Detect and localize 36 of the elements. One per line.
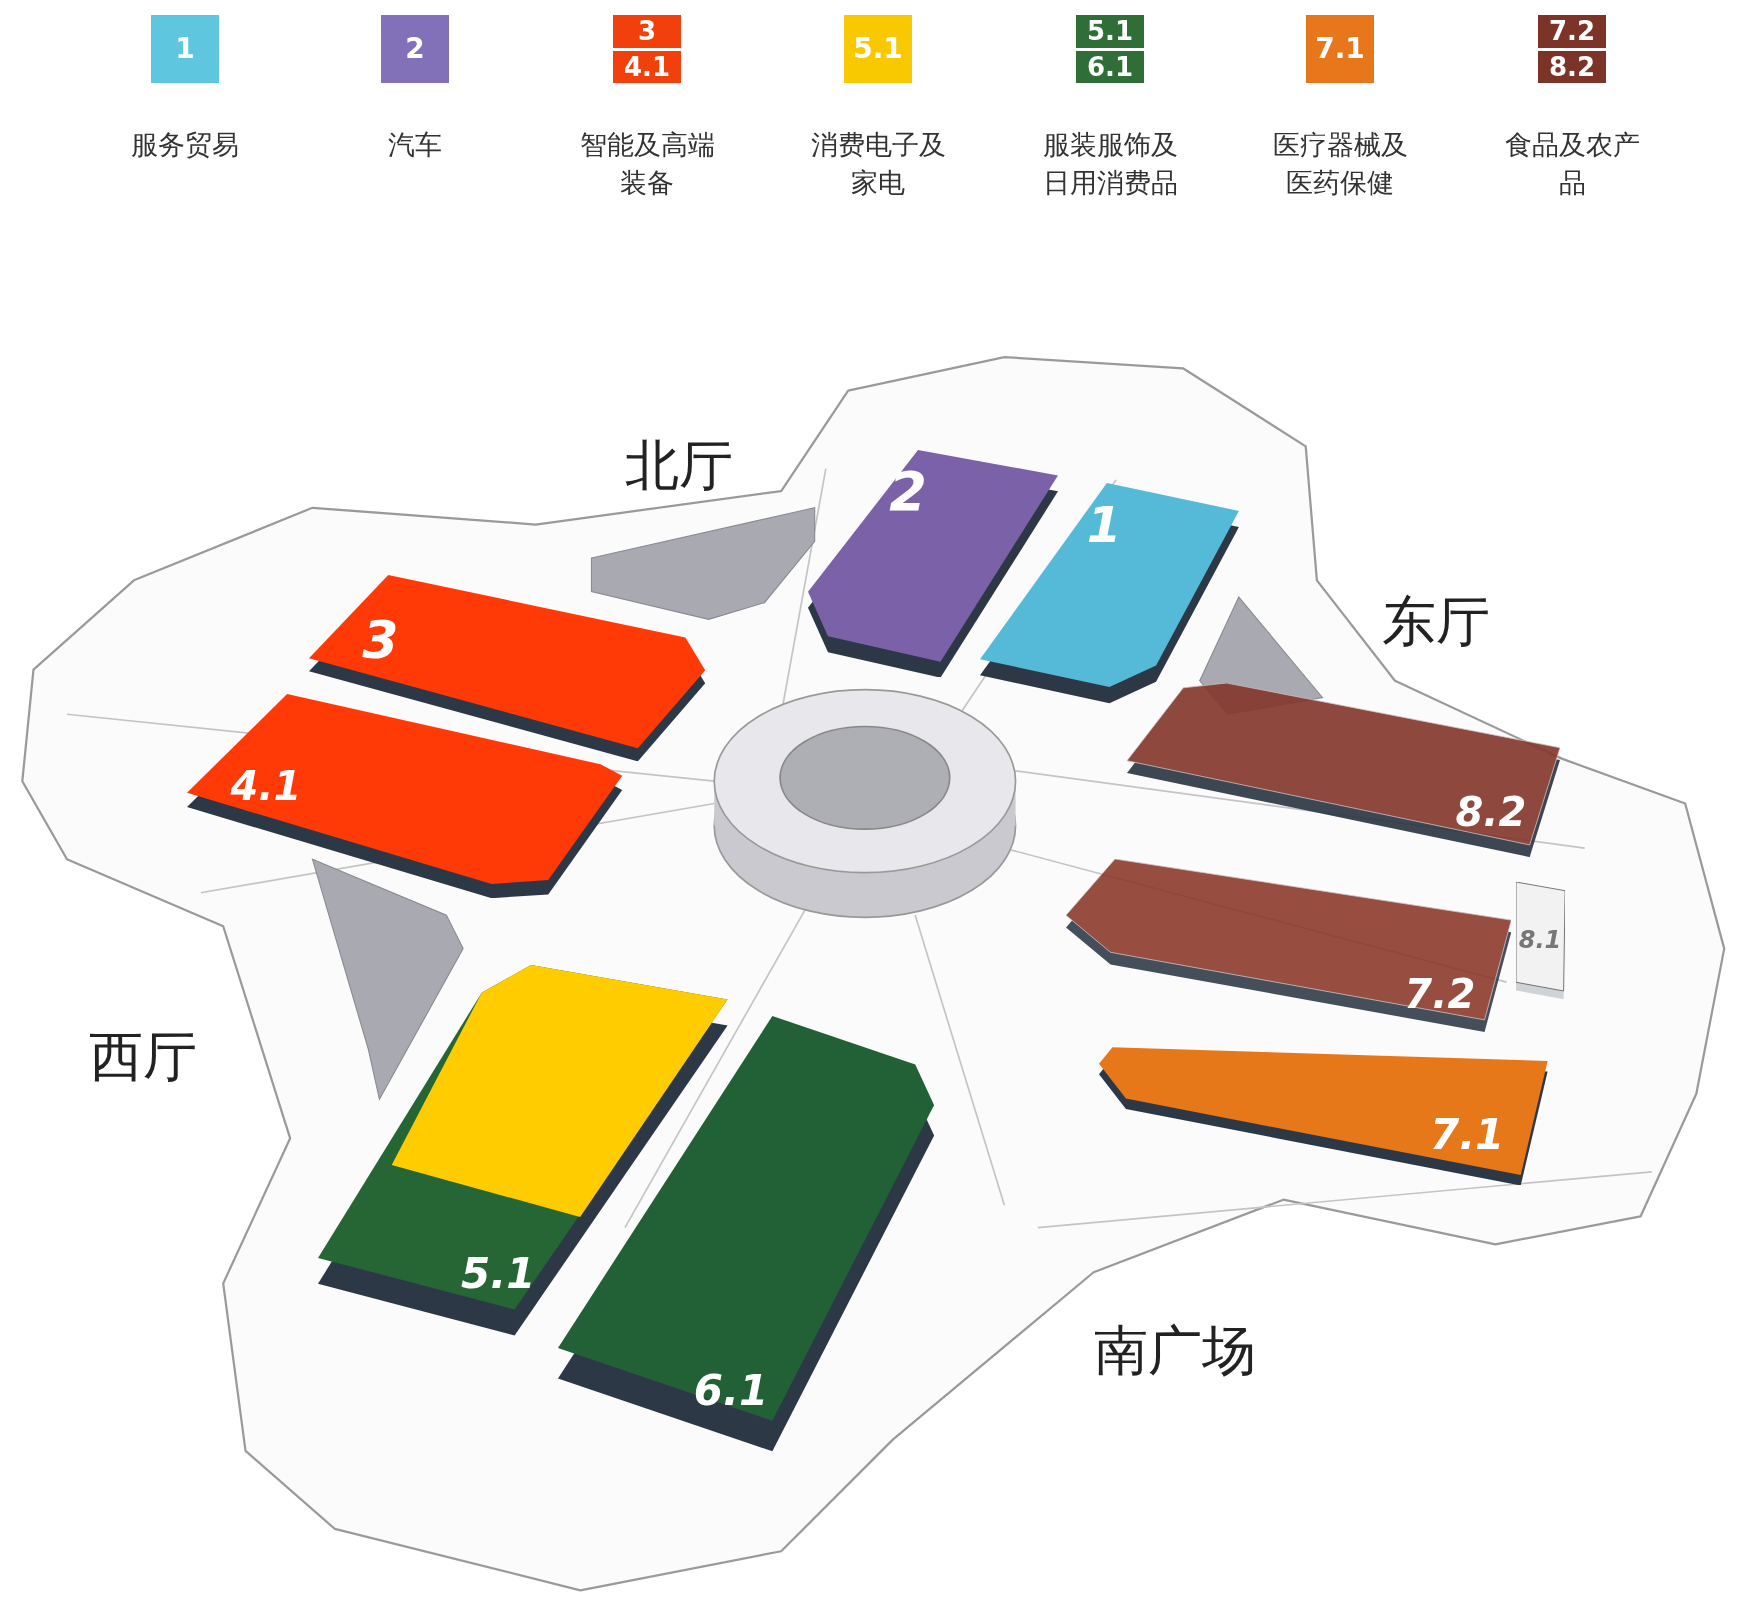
swatch-number: 3 xyxy=(636,15,658,48)
swatch-number: 8.2 xyxy=(1538,47,1606,83)
swatch-number: 5.1 xyxy=(852,31,904,67)
swatch-number: 1 xyxy=(174,31,196,67)
exhibition-hall xyxy=(187,694,623,899)
legend-label: 医疗器械及医药保健 xyxy=(1271,128,1409,200)
swatch-number: 2 xyxy=(404,31,426,67)
hall-number: 7.2 xyxy=(1404,971,1476,1018)
legend-label: 服务贸易 xyxy=(130,128,240,162)
hall-name-label: 西厅 xyxy=(89,1024,198,1091)
hall-number: 3 xyxy=(362,609,399,670)
legend-label: 消费电子及家电 xyxy=(809,128,947,200)
swatch-number: 5.1 xyxy=(1085,15,1135,48)
hall-number: 8.2 xyxy=(1455,788,1527,835)
swatch-number: 4.1 xyxy=(613,47,681,83)
hall-name-label: 南广场 xyxy=(1093,1317,1256,1384)
hall-number: 2 xyxy=(889,459,927,523)
exhibition-hall xyxy=(558,1015,935,1451)
exhibition-hall xyxy=(1127,683,1561,858)
exhibition-hall xyxy=(1065,859,1512,1033)
hall-number: 8.1 xyxy=(1518,926,1562,955)
swatch-number: 6.1 xyxy=(1076,47,1144,83)
hall-number: 6.1 xyxy=(693,1365,769,1415)
hall-number: 4.1 xyxy=(230,763,302,810)
swatch-number: 7.1 xyxy=(1314,31,1366,67)
hall-number: 5.1 xyxy=(461,1248,536,1298)
hall-name-label: 东厅 xyxy=(1381,588,1490,655)
swatch-number: 7.2 xyxy=(1547,15,1597,48)
legend-label: 服装服饰及日用消费品 xyxy=(1041,128,1179,200)
hall-number: 1 xyxy=(1086,495,1122,554)
legend-label: 汽车 xyxy=(387,128,443,162)
hall-number: 7.1 xyxy=(1429,1109,1505,1159)
legend-label: 智能及高端装备 xyxy=(578,128,716,200)
hall-name-label: 北厅 xyxy=(624,432,733,499)
legend-label: 食品及农产品 xyxy=(1503,128,1641,200)
exhibition-hall xyxy=(1515,881,1565,999)
